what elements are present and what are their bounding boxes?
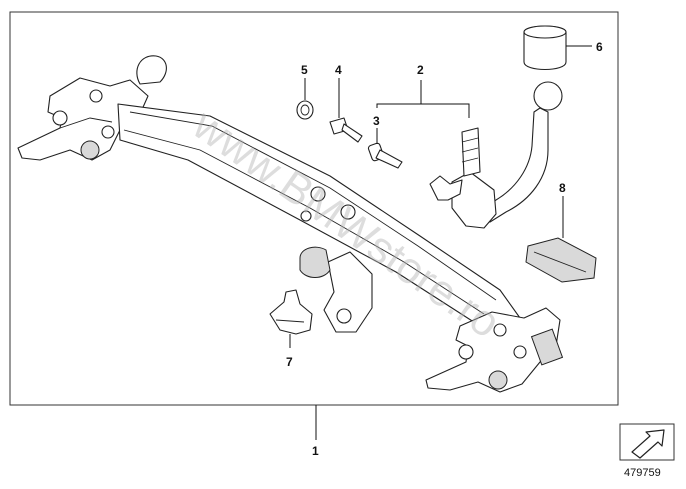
- tow-bar-crossmember[interactable]: [17, 55, 564, 393]
- direction-arrow-icon: [619, 423, 675, 461]
- callout-7[interactable]: 7: [286, 355, 293, 369]
- diagram-frame: [9, 11, 619, 406]
- leader-lines: [289, 45, 592, 440]
- socket-holder[interactable]: [269, 289, 313, 335]
- callout-1[interactable]: 1: [312, 444, 319, 458]
- callout-3[interactable]: 3: [373, 114, 380, 128]
- callout-8[interactable]: 8: [559, 181, 566, 195]
- protective-cap[interactable]: [523, 25, 567, 71]
- bolt[interactable]: [367, 142, 403, 169]
- callout-2[interactable]: 2: [417, 63, 424, 77]
- reference-number: 479759: [624, 467, 661, 479]
- callout-5[interactable]: 5: [301, 63, 308, 77]
- callout-4[interactable]: 4: [335, 63, 342, 77]
- callout-6[interactable]: 6: [596, 40, 603, 54]
- key[interactable]: [329, 117, 363, 143]
- retaining-ring[interactable]: [296, 100, 314, 120]
- ball-neck[interactable]: [429, 81, 563, 229]
- label-plate[interactable]: [525, 237, 597, 283]
